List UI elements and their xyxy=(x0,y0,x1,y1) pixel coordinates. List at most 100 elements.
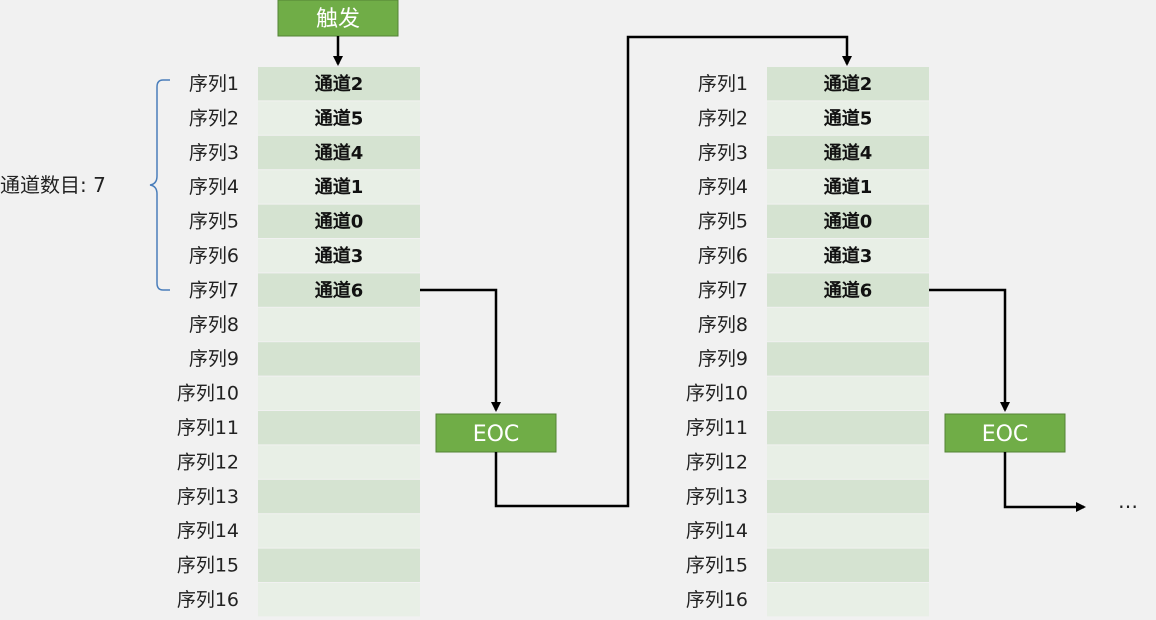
flow-line-to-second-table xyxy=(494,35,852,508)
sequence-label: 序列15 xyxy=(177,555,239,577)
sequence-row: 序列2 通道5 xyxy=(698,101,929,135)
channel-cell xyxy=(258,376,420,410)
flow-line-to-eoc-1 xyxy=(420,288,501,412)
channel-label: 通道6 xyxy=(824,279,873,301)
flow-line-continuation xyxy=(1003,452,1086,512)
sequence-label: 序列9 xyxy=(698,348,748,370)
sequence-row: 序列2 通道5 xyxy=(189,101,420,135)
channel-cell xyxy=(258,239,420,273)
trigger-box: 触发 xyxy=(277,0,399,37)
channel-cell xyxy=(258,411,420,445)
sequence-label: 序列2 xyxy=(698,107,748,129)
channel-cell xyxy=(767,583,929,617)
sequence-label: 序列13 xyxy=(686,486,748,508)
channel-label: 通道4 xyxy=(824,142,873,164)
channel-cell xyxy=(258,101,420,135)
channel-label: 通道5 xyxy=(315,107,364,129)
channel-cell xyxy=(258,342,420,376)
channel-group-brace xyxy=(149,79,170,291)
sequence-row: 序列11 xyxy=(686,411,929,445)
sequence-row: 序列15 xyxy=(177,548,420,582)
channel-cell xyxy=(767,307,929,342)
sequence-label: 序列7 xyxy=(698,279,748,301)
sequence-label: 序列13 xyxy=(177,486,239,508)
channel-cell xyxy=(767,101,929,135)
channel-cell xyxy=(767,342,929,376)
channel-cell xyxy=(258,479,420,514)
channel-cell xyxy=(767,67,929,101)
sequence-row: 序列5 通道0 xyxy=(698,204,929,238)
channel-cell xyxy=(258,445,420,479)
continuation-ellipsis: … xyxy=(1118,489,1138,513)
sequence-label: 序列9 xyxy=(189,348,239,370)
flow-line-to-eoc-2 xyxy=(929,288,1010,412)
sequence-label: 序列2 xyxy=(189,107,239,129)
sequence-row: 序列10 xyxy=(177,376,420,410)
sequence-row: 序列14 xyxy=(177,514,420,548)
channel-label: 通道0 xyxy=(824,211,873,233)
sequence-label: 序列14 xyxy=(686,520,748,542)
sequence-row: 序列13 xyxy=(686,479,929,514)
sequence-label: 序列14 xyxy=(177,520,239,542)
channel-cell xyxy=(767,273,929,307)
channel-cell xyxy=(258,67,420,101)
channel-cell xyxy=(258,273,420,307)
sequence-row: 序列9 xyxy=(189,342,420,376)
channel-label: 通道0 xyxy=(315,211,364,233)
channel-label: 通道6 xyxy=(315,279,364,301)
sequence-row: 序列7 通道6 xyxy=(698,273,929,307)
sequence-label: 序列11 xyxy=(686,417,748,439)
channel-cell xyxy=(258,583,420,617)
sequence-row: 序列8 xyxy=(698,307,929,342)
sequence-label: 序列4 xyxy=(189,176,239,198)
channel-cell xyxy=(258,204,420,238)
sequence-row: 序列16 xyxy=(177,583,420,617)
channel-cell xyxy=(767,411,929,445)
sequence-row: 序列9 xyxy=(698,342,929,376)
channel-cell xyxy=(258,307,420,342)
sequence-label: 序列8 xyxy=(698,314,748,336)
channel-cell xyxy=(767,479,929,514)
sequence-label: 序列5 xyxy=(698,211,748,233)
channel-label: 通道5 xyxy=(824,107,873,129)
sequence-label: 序列10 xyxy=(177,383,239,405)
channel-label: 通道1 xyxy=(824,176,873,198)
sequence-label: 序列16 xyxy=(177,589,239,611)
sequence-label: 序列6 xyxy=(698,245,748,267)
channel-cell xyxy=(767,548,929,582)
channel-label: 通道1 xyxy=(315,176,364,198)
channel-cell xyxy=(258,170,420,204)
sequence-label: 序列12 xyxy=(177,451,239,473)
channel-label: 通道2 xyxy=(824,73,873,95)
sequence-row: 序列4 通道1 xyxy=(189,170,420,204)
sequence-label: 序列3 xyxy=(698,142,748,164)
channel-cell xyxy=(767,514,929,548)
sequence-label: 序列10 xyxy=(686,383,748,405)
eoc-label-1: EOC xyxy=(473,422,520,447)
channel-cell xyxy=(767,445,929,479)
sequence-label: 序列3 xyxy=(189,142,239,164)
sequence-label: 序列12 xyxy=(686,451,748,473)
sequence-row: 序列5 通道0 xyxy=(189,204,420,238)
channel-label: 通道2 xyxy=(315,73,364,95)
sequence-label: 序列5 xyxy=(189,211,239,233)
sequence-label: 序列16 xyxy=(686,589,748,611)
channel-cell xyxy=(767,376,929,410)
trigger-label: 触发 xyxy=(316,7,360,32)
sequence-label: 序列6 xyxy=(189,245,239,267)
channel-cell xyxy=(767,239,929,273)
channel-cell xyxy=(258,548,420,582)
channel-cell xyxy=(258,135,420,170)
channel-count-note: 通道数目: 7 xyxy=(0,173,106,197)
sequence-row: 序列15 xyxy=(686,548,929,582)
